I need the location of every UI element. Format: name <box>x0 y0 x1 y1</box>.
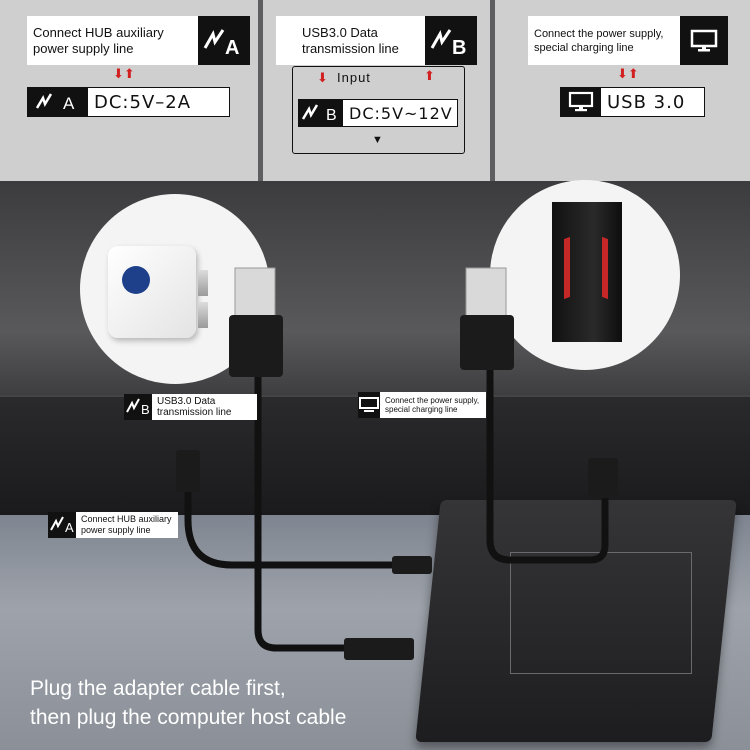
port-b-spec: DC:5V~12V <box>349 103 453 123</box>
monitor-icon <box>690 29 718 51</box>
scene-label-usb-data: B USB3.0 Data transmission line <box>124 394 257 420</box>
lightning-icon: B <box>301 104 337 124</box>
callout-hub-power: Connect HUB auxiliary power supply line … <box>27 16 250 65</box>
arrow-pair-a: ⬇⬆ <box>113 66 135 82</box>
port-box-b: B DC:5V~12V <box>298 99 458 127</box>
port-a-spec: DC:5V–2A <box>94 91 192 113</box>
power-badge-b: B <box>425 16 477 65</box>
lightning-icon: A <box>50 516 74 535</box>
arrow-up-icon: ⬆ <box>424 68 435 83</box>
scene-label-aux-power-text: Connect HUB auxiliary power supply line <box>81 514 172 535</box>
arrow-down-icon: ⬇ <box>113 66 124 81</box>
port-c-spec: USB 3.0 <box>607 91 686 113</box>
pc-photo <box>490 180 680 370</box>
caption-line-2: then plug the computer host cable <box>30 706 347 729</box>
callout-usb-data: USB3.0 Data transmission line B <box>276 16 477 65</box>
lightning-icon: B <box>430 28 466 58</box>
qc-logo-icon <box>122 266 150 294</box>
legend-divider <box>258 0 263 181</box>
svg-text:A: A <box>63 94 75 113</box>
lightning-icon: A <box>203 28 239 58</box>
caption: Plug the adapter cable first, then plug … <box>30 674 346 732</box>
power-badge-b-small: B <box>299 100 343 126</box>
input-label: Input <box>335 70 373 85</box>
triangle-down-icon: ▼ <box>372 134 383 146</box>
legend-divider <box>490 0 495 181</box>
port-box-a: A DC:5V–2A <box>27 87 230 117</box>
arrow-pair-c: ⬇⬆ <box>617 66 639 82</box>
desktop-tower <box>552 202 622 342</box>
scene-label-usb-data-text: USB3.0 Data transmission line <box>157 396 232 418</box>
caption-line-1: Plug the adapter cable first, <box>30 677 286 700</box>
power-badge-a-scene: A <box>48 512 76 538</box>
lightning-icon: B <box>126 398 150 417</box>
scene-label-power-text: Connect the power supply, special chargi… <box>385 396 480 414</box>
svg-text:B: B <box>326 107 337 124</box>
lightning-icon: A <box>35 93 75 113</box>
callout-power-charging-text: Connect the power supply, special chargi… <box>534 27 664 54</box>
monitor-badge <box>680 16 728 65</box>
power-badge-b-scene: B <box>124 394 152 420</box>
plug-prong <box>198 270 208 296</box>
arrow-up-icon: ⬆ <box>627 66 639 81</box>
plug-prong <box>198 302 208 328</box>
scene-label-aux-power: A Connect HUB auxiliary power supply lin… <box>48 512 178 538</box>
power-badge-a-small: A <box>28 88 88 116</box>
callout-usb-data-text: USB3.0 Data transmission line <box>302 24 399 56</box>
arrow-down-icon: ⬇ <box>317 70 328 85</box>
scene-label-power: Connect the power supply, special chargi… <box>358 392 486 418</box>
monitor-icon <box>359 397 379 412</box>
monitor-badge-scene <box>358 392 380 418</box>
monitor-icon <box>568 91 594 112</box>
port-box-c: USB 3.0 <box>560 87 705 117</box>
callout-hub-power-text: Connect HUB auxiliary power supply line <box>33 24 164 56</box>
arrow-up-icon: ⬆ <box>123 66 135 81</box>
input-frame <box>292 66 465 154</box>
svg-text:A: A <box>225 37 239 58</box>
callout-power-charging: Connect the power supply, special chargi… <box>528 16 728 65</box>
legend-band: Connect HUB auxiliary power supply line … <box>0 0 750 181</box>
monitor-badge-small <box>561 88 601 116</box>
svg-text:B: B <box>141 402 150 417</box>
arrow-down-icon: ⬇ <box>617 66 628 81</box>
usb-charger <box>108 246 196 338</box>
power-badge-a: A <box>198 16 250 65</box>
svg-text:A: A <box>65 520 74 535</box>
svg-text:B: B <box>452 37 466 58</box>
